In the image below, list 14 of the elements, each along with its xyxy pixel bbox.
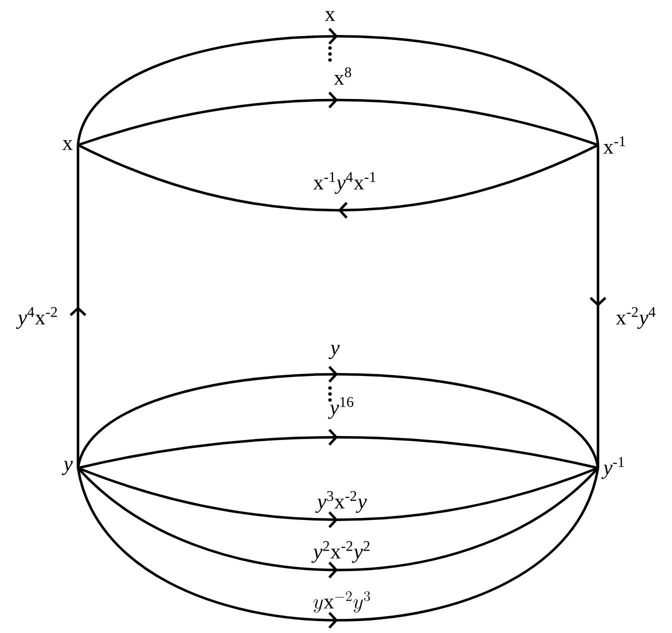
edge-label: x$^{8}$ bbox=[334, 67, 352, 85]
edge-label: x bbox=[324, 11, 335, 21]
vertex-label: x$^{-1}$ bbox=[603, 136, 626, 154]
edge-label: $y\mathrm{x}^{-2}y^{3}$ bbox=[314, 591, 370, 613]
edge-label: y$^{4}$x$^{-2}$ bbox=[16, 307, 57, 329]
edge-label: y$^{16}$ bbox=[328, 397, 354, 419]
edge-label: y bbox=[328, 344, 340, 360]
edge-label: y$^{3}$x$^{-2}$y bbox=[315, 491, 367, 513]
vertex-label: x bbox=[62, 140, 73, 150]
edge-label: y$^{2}$x$^{-2}$y$^{2}$ bbox=[311, 541, 370, 563]
edge-label: x$^{-1}$y$^{4}$x$^{-1}$ bbox=[313, 172, 376, 194]
vertex-label: y bbox=[62, 460, 73, 476]
edge-label: x$^{-2}$y$^{4}$ bbox=[616, 307, 656, 329]
vertex-label: y$^{-1}$ bbox=[601, 457, 624, 479]
